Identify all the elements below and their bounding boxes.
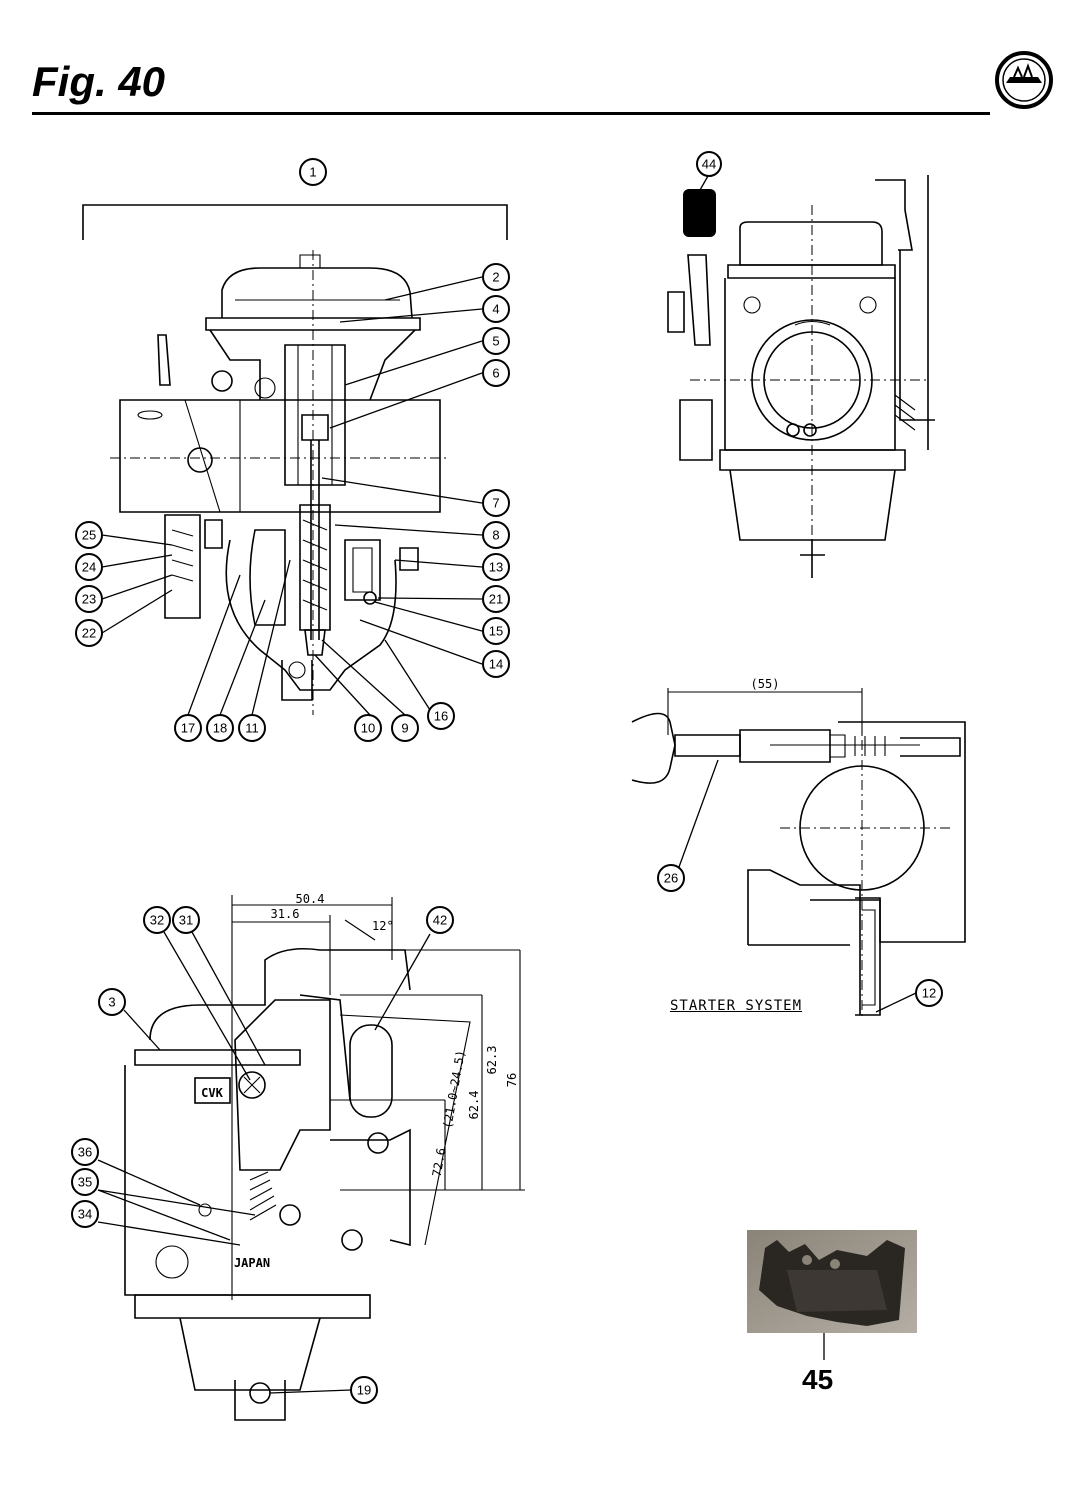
svg-text:26: 26	[664, 871, 678, 886]
svg-text:9: 9	[401, 721, 408, 736]
callout-44: 44	[696, 151, 722, 177]
callout-25: 25	[75, 521, 103, 549]
svg-text:42: 42	[433, 913, 447, 928]
part-45-label: 45	[802, 1364, 834, 1395]
callout-14: 14	[482, 650, 510, 678]
bracket-photo	[747, 1230, 917, 1333]
dim-72-6: 72.6	[430, 1147, 449, 1178]
callout-18: 18	[206, 714, 234, 742]
callout-11: 11	[238, 714, 266, 742]
svg-text:18: 18	[213, 721, 227, 736]
carburetor-end-view	[667, 175, 935, 578]
svg-text:5: 5	[492, 334, 499, 349]
callout-31: 31	[172, 906, 200, 934]
svg-text:11: 11	[245, 721, 259, 736]
svg-text:31: 31	[179, 913, 193, 928]
dim-55: (55)	[751, 677, 780, 691]
callout-13: 13	[482, 553, 510, 581]
callout-7: 7	[482, 489, 510, 517]
callout-3: 3	[98, 988, 126, 1016]
callout-21: 21	[482, 585, 510, 613]
svg-text:23: 23	[82, 592, 96, 607]
svg-text:6: 6	[492, 366, 499, 381]
callout-2: 2	[482, 263, 510, 291]
svg-text:12: 12	[922, 986, 936, 1001]
svg-text:19: 19	[357, 1383, 371, 1398]
dim-62-4: 62.4	[467, 1091, 481, 1120]
callout-1: 1	[299, 158, 327, 186]
callout-8: 8	[482, 521, 510, 549]
svg-text:32: 32	[150, 913, 164, 928]
svg-text:7: 7	[492, 496, 499, 511]
callout-4: 4	[482, 295, 510, 323]
svg-text:21: 21	[489, 592, 503, 607]
callout-26: 26	[657, 864, 685, 892]
callout-42: 42	[426, 906, 454, 934]
svg-text:1: 1	[309, 165, 316, 180]
callout-5: 5	[482, 327, 510, 355]
svg-text:16: 16	[434, 709, 448, 724]
svg-text:17: 17	[181, 721, 195, 736]
svg-text:25: 25	[82, 528, 96, 543]
svg-text:22: 22	[82, 626, 96, 641]
part-44-cap	[683, 189, 716, 237]
starter-system-view: (55)	[631, 677, 966, 1020]
callout-24: 24	[75, 553, 103, 581]
callout-35: 35	[71, 1168, 99, 1196]
brand-logo-icon	[995, 51, 1053, 109]
section-leader-lines	[101, 276, 483, 716]
svg-text:4: 4	[492, 302, 499, 317]
part-42-cap	[349, 1024, 393, 1118]
svg-text:13: 13	[489, 560, 503, 575]
callout-22: 22	[75, 619, 103, 647]
japan-text: JAPAN	[234, 1256, 270, 1270]
callout-19: 19	[350, 1376, 378, 1404]
callout-32: 32	[143, 906, 171, 934]
callout-34: 34	[71, 1200, 99, 1228]
dim-76: 76	[505, 1073, 519, 1087]
callout-9: 9	[391, 714, 419, 742]
callout-15: 15	[482, 617, 510, 645]
svg-text:14: 14	[489, 657, 503, 672]
svg-text:8: 8	[492, 528, 499, 543]
dim-50-4: 50.4	[296, 892, 325, 906]
svg-text:3: 3	[108, 995, 115, 1010]
dim-62-3: 62.3	[485, 1046, 499, 1075]
svg-text:2: 2	[492, 270, 499, 285]
dim-21-24-5: (21.0~24.5)	[440, 1049, 468, 1130]
callout-6: 6	[482, 359, 510, 387]
callout-12: 12	[915, 979, 943, 1007]
dim-31-6: 31.6	[271, 907, 300, 921]
callout-23: 23	[75, 585, 103, 613]
starter-system-label: STARTER SYSTEM	[670, 998, 803, 1014]
dim-12-degrees: 12°	[372, 919, 394, 933]
svg-text:35: 35	[78, 1175, 92, 1190]
carburetor-section-view	[82, 204, 508, 715]
svg-text:36: 36	[78, 1145, 92, 1160]
callout-36: 36	[71, 1138, 99, 1166]
callout-17: 17	[174, 714, 202, 742]
svg-text:24: 24	[82, 560, 96, 575]
svg-text:44: 44	[702, 157, 716, 172]
carburetor-side-view: 50.4 31.6 12° CVK JAPAN 7	[97, 892, 525, 1421]
callout-10: 10	[354, 714, 382, 742]
callout-16: 16	[427, 702, 455, 730]
title-rule	[32, 112, 990, 115]
cvk-brand-text: CVK	[201, 1086, 223, 1100]
figure-title: Fig. 40	[32, 58, 166, 105]
svg-text:34: 34	[78, 1207, 92, 1222]
svg-text:10: 10	[361, 721, 375, 736]
svg-text:15: 15	[489, 624, 503, 639]
